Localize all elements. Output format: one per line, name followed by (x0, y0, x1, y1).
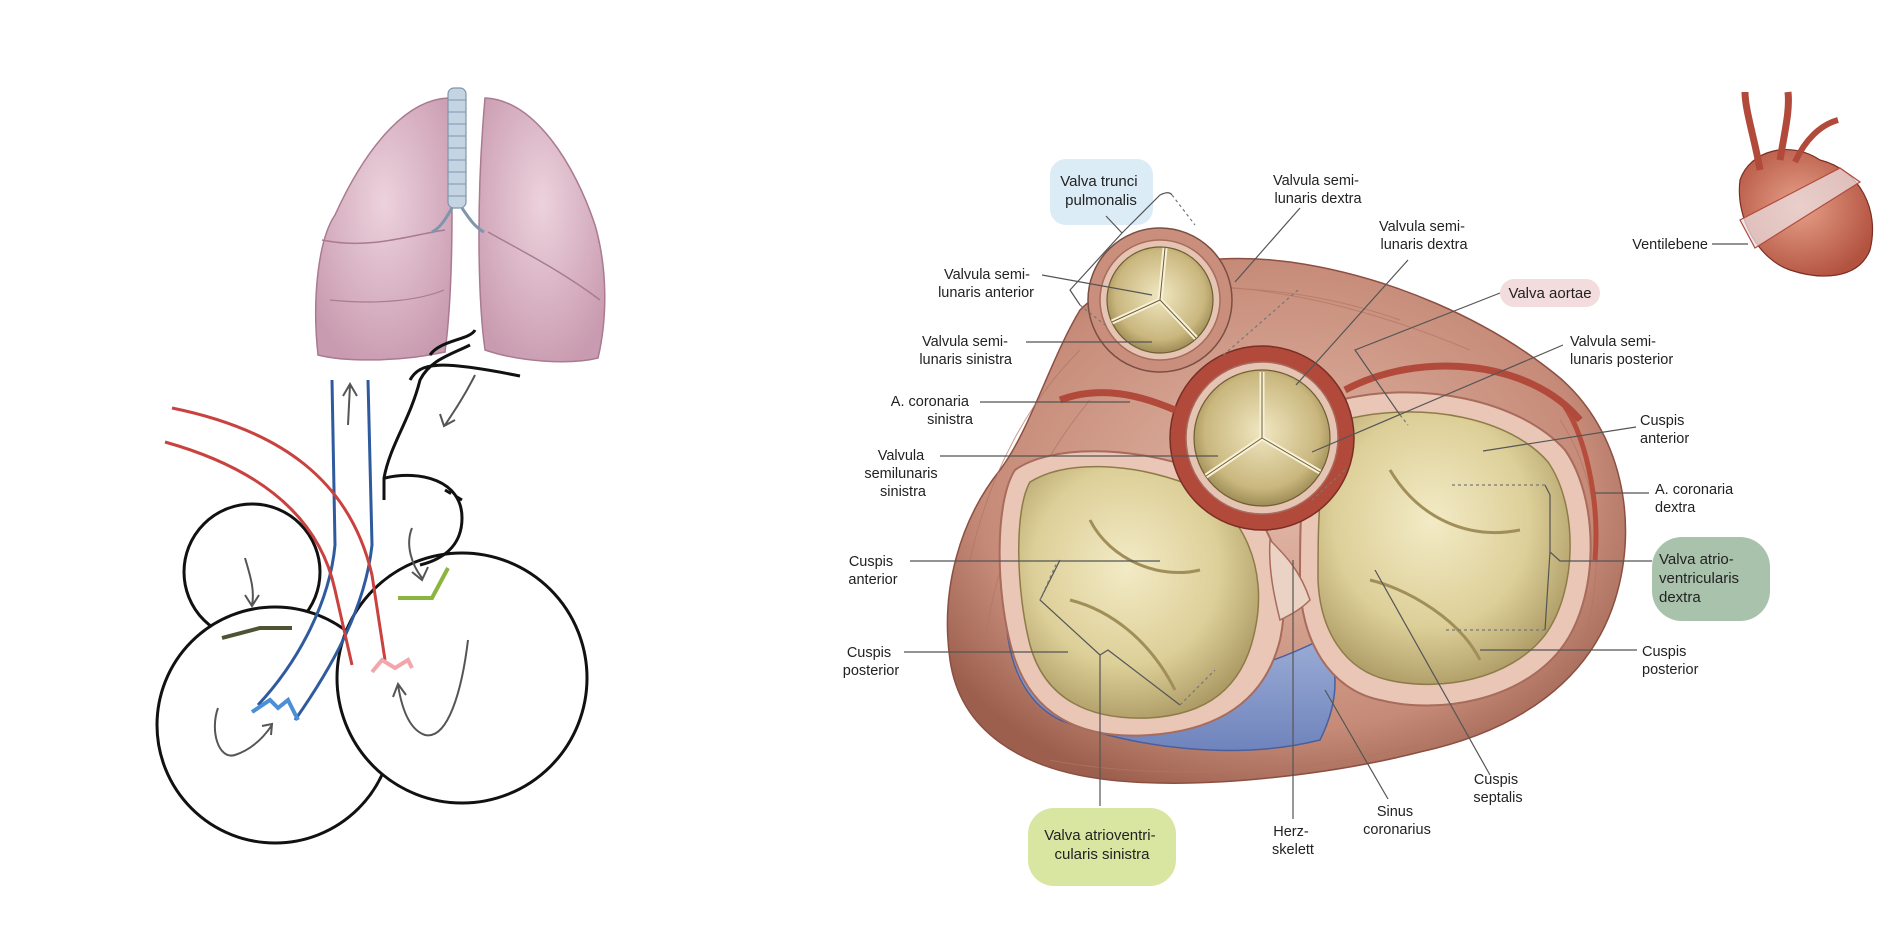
right-coronary-artery (1343, 362, 1583, 423)
label-valva-trunci-pulmonalis: Valva trunci pulmonalis (1060, 173, 1141, 209)
label-cuspis-posterior-left: Cuspis posterior (843, 645, 900, 679)
pulmonary-valve-schematic (250, 696, 300, 721)
label-valvula-semilunaris-dextra-pulmonalis: Valvula semi- lunaris dextra (1273, 173, 1363, 207)
label-a-coronaria-dextra: A. coronaria dextra (1655, 482, 1737, 516)
label-valvula-semilunaris-sinistra-aortae: Valvula semilunaris sinistra (864, 448, 941, 500)
highlight-pulmonary (1050, 159, 1153, 225)
label-herzskelett: Herz- skelett (1272, 824, 1314, 858)
circulation-schematic (155, 87, 606, 845)
aorta-schematic (171, 406, 387, 661)
label-cuspis-septalis: Cuspis septalis (1473, 772, 1522, 806)
lungs-illustration (315, 87, 606, 363)
right-atrium-schematic (384, 473, 464, 567)
label-ventilebene: Ventilebene (1632, 237, 1708, 253)
label-cuspis-anterior-left: Cuspis anterior (848, 554, 897, 588)
label-cuspis-posterior-right: Cuspis posterior (1642, 644, 1699, 678)
heart-valve-illustration (946, 227, 1627, 784)
highlight-tricuspid (1652, 537, 1770, 621)
mitral-valve-schematic (221, 626, 292, 640)
tricuspid-valve-schematic (398, 567, 450, 600)
aortic-valve-schematic (370, 657, 414, 674)
anatomy-labels: Valva trunci pulmonalis Valvula semi- lu… (843, 173, 1743, 863)
label-valvula-semilunaris-dextra-aortae: Valvula semi- lunaris dextra (1379, 219, 1469, 253)
tricuspid-valve-cusps (1317, 411, 1571, 686)
label-a-coronaria-sinistra: A. coronaria sinistra (891, 394, 974, 428)
highlight-aortic (1500, 279, 1600, 307)
label-valvula-semilunaris-posterior: Valvula semi- lunaris posterior (1570, 334, 1673, 368)
highlight-mitral (1028, 808, 1176, 886)
mitral-valve-cusps (1018, 465, 1260, 719)
label-valvula-semilunaris-sinistra-pulmonalis: Valvula semi- lunaris sinistra (919, 334, 1013, 368)
label-sinus-coronarius: Sinus coronarius (1363, 804, 1431, 838)
label-valva-atrioventricularis-sinistra: Valva atrioventri- cularis sinistra (1044, 827, 1160, 863)
label-valva-aortae: Valva aortae (1508, 285, 1591, 302)
pulmonary-artery-schematic (256, 379, 337, 707)
label-cuspis-anterior-right: Cuspis anterior (1640, 413, 1689, 447)
left-coronary-artery (1058, 389, 1177, 414)
label-valvula-semilunaris-anterior: Valvula semi- lunaris anterior (938, 267, 1034, 301)
valve-plane-marker (1739, 167, 1862, 249)
leader-lines (904, 192, 1748, 819)
heart-orientation-inset (1738, 91, 1874, 277)
label-valva-atrioventricularis-dextra: Valva atrio- ventricularis dextra (1659, 551, 1743, 606)
